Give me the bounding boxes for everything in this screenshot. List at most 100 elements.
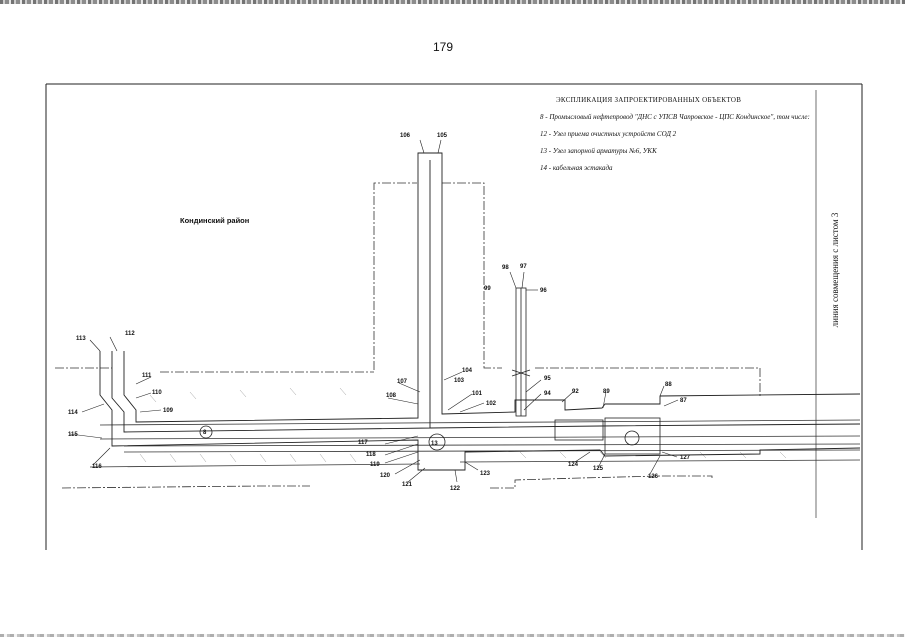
pipeline-corridor-edge xyxy=(123,152,861,423)
hatch xyxy=(559,451,567,459)
callout: 102 xyxy=(486,401,497,407)
callout: 94 xyxy=(544,391,551,397)
hatch xyxy=(239,389,247,398)
page-number: 179 xyxy=(433,40,454,54)
callout: 127 xyxy=(680,455,691,461)
callout: 122 xyxy=(450,486,461,492)
leader-line xyxy=(459,402,485,413)
callout: 110 xyxy=(152,390,162,396)
leader-line xyxy=(602,391,607,409)
hatch xyxy=(169,453,177,463)
leader-line xyxy=(384,435,419,445)
road-line xyxy=(123,449,861,453)
leader-line xyxy=(419,139,425,154)
callout: 107 xyxy=(397,379,408,385)
hatch xyxy=(139,453,147,463)
hatch xyxy=(289,387,297,396)
hatch xyxy=(349,453,357,463)
hatch xyxy=(199,453,207,463)
leader-line xyxy=(384,443,419,456)
leader-line xyxy=(387,397,419,405)
allotment-boundary xyxy=(535,367,761,398)
callout: 125 xyxy=(593,466,604,472)
road-line xyxy=(99,419,861,426)
allotment-boundary xyxy=(490,475,713,489)
leader-line xyxy=(659,385,665,397)
callout: 114 xyxy=(68,410,78,416)
callout: 124 xyxy=(568,462,579,468)
callout: 115 xyxy=(68,432,78,438)
leader-line xyxy=(109,336,118,352)
pipeline-corridor-edge xyxy=(99,351,861,471)
callout: 99 xyxy=(484,286,491,292)
valve-symbol xyxy=(624,430,640,446)
hatch xyxy=(779,451,787,459)
cable-crossing xyxy=(511,369,531,377)
leader-line xyxy=(69,433,103,439)
leader-line xyxy=(407,467,426,483)
leader-line xyxy=(89,339,101,352)
hatch xyxy=(519,451,527,459)
leader-line xyxy=(509,271,517,289)
hatch xyxy=(319,453,327,463)
callout: 88 xyxy=(665,382,672,388)
leader-line xyxy=(139,409,162,413)
leader-line xyxy=(81,403,105,413)
callout: 119 xyxy=(370,462,380,468)
leader-line xyxy=(135,376,152,385)
allotment-boundary xyxy=(373,182,417,370)
valve-node xyxy=(554,419,604,441)
callout: 97 xyxy=(520,264,527,270)
callout: 111 xyxy=(142,373,152,379)
leader-line xyxy=(521,271,525,289)
leader-line xyxy=(443,371,463,381)
hatch xyxy=(189,391,197,400)
leader-line xyxy=(523,393,542,411)
marker-8: 8 xyxy=(203,430,207,436)
leader-line xyxy=(464,461,479,471)
callout: 104 xyxy=(462,368,473,374)
callout: 89 xyxy=(603,389,610,395)
leader-line xyxy=(649,455,661,475)
legend-item: 13 - Узел запорной арматуры №6, УКК xyxy=(540,147,657,155)
callout: 121 xyxy=(402,482,413,488)
leader-line xyxy=(663,399,679,407)
marker-13: 13 xyxy=(431,441,438,447)
district-label: Кондинский район xyxy=(180,216,250,225)
road-line xyxy=(99,435,861,440)
callout: 98 xyxy=(502,265,509,271)
legend: ЭКСПЛИКАЦИЯ ЗАПРОЕКТИРОВАННЫХ ОБЪЕКТОВ 8… xyxy=(540,96,810,181)
callout: 117 xyxy=(358,440,368,446)
hatch xyxy=(149,394,157,403)
legend-item: 14 - кабельная эстакада xyxy=(540,164,613,172)
allotment-boundary xyxy=(442,182,502,369)
valve-node xyxy=(604,417,661,455)
leader-line xyxy=(574,451,591,463)
callout: 109 xyxy=(163,408,174,414)
callout: 116 xyxy=(92,464,102,470)
leader-line xyxy=(398,382,421,393)
hatch xyxy=(339,387,347,396)
road-line xyxy=(89,463,421,468)
hatch xyxy=(739,451,747,459)
legend-title: ЭКСПЛИКАЦИЯ ЗАПРОЕКТИРОВАННЫХ ОБЪЕКТОВ xyxy=(556,96,742,104)
leader-line xyxy=(661,451,678,458)
callout: 101 xyxy=(472,391,483,397)
callout: 120 xyxy=(380,473,391,479)
callout: 96 xyxy=(540,288,547,294)
leader-line xyxy=(454,469,458,483)
callout: 105 xyxy=(437,133,448,139)
pipeline-center xyxy=(429,423,861,429)
callout: 106 xyxy=(400,133,411,139)
leader-line xyxy=(135,392,152,399)
allotment-boundary xyxy=(61,485,310,489)
leader-line xyxy=(384,451,419,464)
scan-edge-top xyxy=(0,0,905,4)
callout: 126 xyxy=(648,474,659,480)
road-line xyxy=(123,443,861,447)
callout: 112 xyxy=(125,331,135,337)
hatch xyxy=(599,451,607,459)
pipeline-center xyxy=(111,160,431,433)
road-line xyxy=(459,459,861,463)
